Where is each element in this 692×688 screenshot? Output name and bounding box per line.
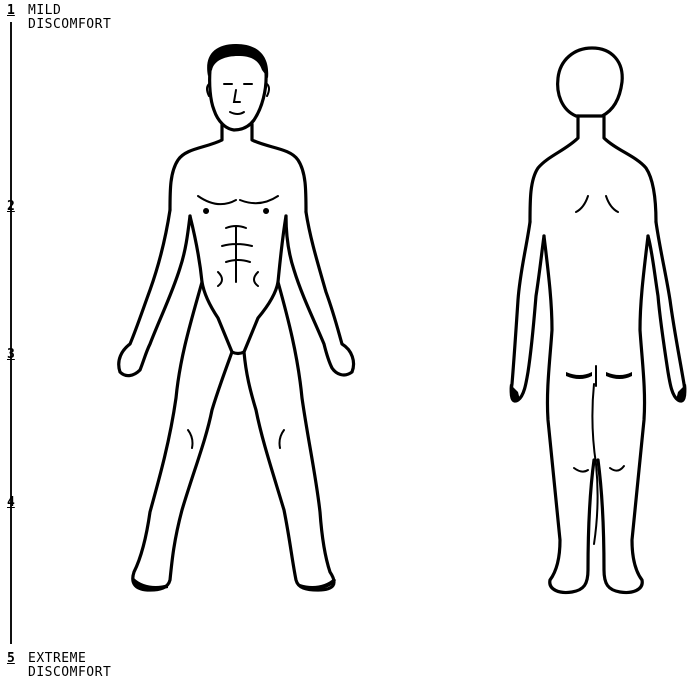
body-front-icon [119, 44, 354, 590]
body-back-icon [510, 48, 687, 593]
